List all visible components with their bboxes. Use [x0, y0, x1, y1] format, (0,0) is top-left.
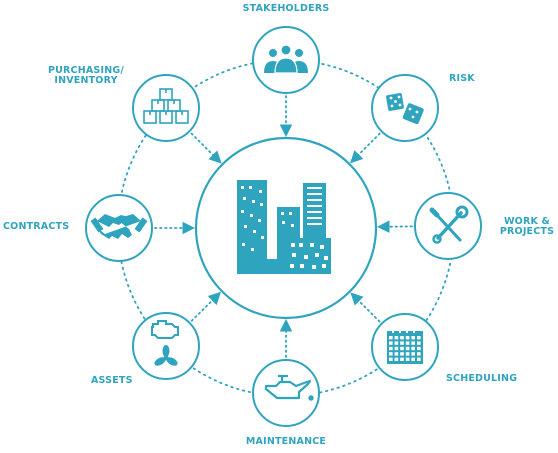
label-line: STAKEHOLDERS [242, 3, 330, 14]
node-contracts [85, 194, 153, 262]
handshake-icon [90, 214, 148, 239]
calendar-cell [417, 336, 421, 340]
wrench-screwdriver-icon [429, 205, 469, 244]
label-risk: RISK [449, 74, 489, 84]
node-assets [132, 312, 200, 380]
center-node [194, 136, 378, 320]
calendar-cell [394, 341, 399, 345]
city-buildings-icon [237, 180, 331, 274]
calendar-cell [400, 352, 404, 356]
calendar-cell [389, 352, 393, 356]
connector-arrow-purchasing-inventory [190, 132, 222, 164]
calendar-cell [389, 336, 393, 340]
node-risk [371, 74, 439, 142]
calendar-cell [417, 357, 421, 361]
calendar-cell [417, 346, 421, 351]
calendar-cell [411, 352, 415, 356]
label-line: PURCHASING/ [47, 65, 125, 76]
label-line: SCHEDULING [446, 373, 518, 384]
label-assets: ASSETS [91, 376, 151, 386]
node-maintenance [252, 359, 320, 427]
calendar-cell [400, 346, 404, 351]
label-line: PROJECTS [499, 226, 555, 237]
oil-can-icon [264, 374, 314, 401]
calendar-cell [389, 346, 393, 351]
label-line: INVENTORY [54, 75, 118, 86]
calendar-cell [405, 357, 410, 361]
label-contracts: CONTRACTS [3, 222, 83, 232]
label-maintenance: MAINTENANCE [226, 437, 346, 447]
label-line: ASSETS [91, 375, 133, 386]
calendar-cell [394, 336, 399, 340]
calendar-cell [394, 352, 399, 356]
connector-arrow-risk [350, 132, 381, 164]
node-work-projects [414, 192, 482, 260]
label-line: RISK [449, 73, 475, 84]
calendar-cell [411, 336, 415, 340]
calendar-cell [405, 352, 410, 356]
connector-arrow-assets [190, 291, 222, 322]
dice-icon [386, 93, 424, 125]
calendar-cell [394, 357, 399, 361]
label-scheduling: SCHEDULING [446, 374, 526, 384]
calendar-cell [411, 357, 415, 361]
calendar-cell [400, 336, 404, 340]
calendar-cell [400, 341, 404, 345]
calendar-cell [411, 346, 415, 351]
calendar-cell [389, 357, 393, 361]
calendar-cell [405, 336, 410, 340]
calendar-cell [417, 341, 421, 345]
calendar-cell [405, 346, 410, 351]
node-stakeholders [252, 26, 320, 94]
calendar-icon [387, 328, 423, 364]
calendar-cell [394, 346, 399, 351]
label-purchasing-inventory: PURCHASING/ INVENTORY [36, 66, 136, 86]
connectors [154, 95, 413, 358]
label-stakeholders: STAKEHOLDERS [226, 4, 346, 14]
boxes-icon [143, 88, 189, 124]
engine-fan-icon [151, 320, 179, 366]
calendar-cell [389, 341, 393, 345]
label-line: MAINTENANCE [245, 436, 327, 447]
people-icon [264, 44, 308, 74]
label-line: WORK & [503, 216, 551, 227]
connector-arrow-scheduling [350, 292, 381, 323]
calendar-cell [417, 352, 421, 356]
label-line: CONTRACTS [3, 221, 70, 232]
calendar-cell [411, 341, 415, 345]
node-scheduling [371, 313, 439, 381]
node-purchasing-inventory [132, 74, 200, 142]
calendar-cell [405, 341, 410, 345]
label-work-projects: WORK & PROJECTS [496, 217, 558, 237]
calendar-cell [400, 357, 404, 361]
